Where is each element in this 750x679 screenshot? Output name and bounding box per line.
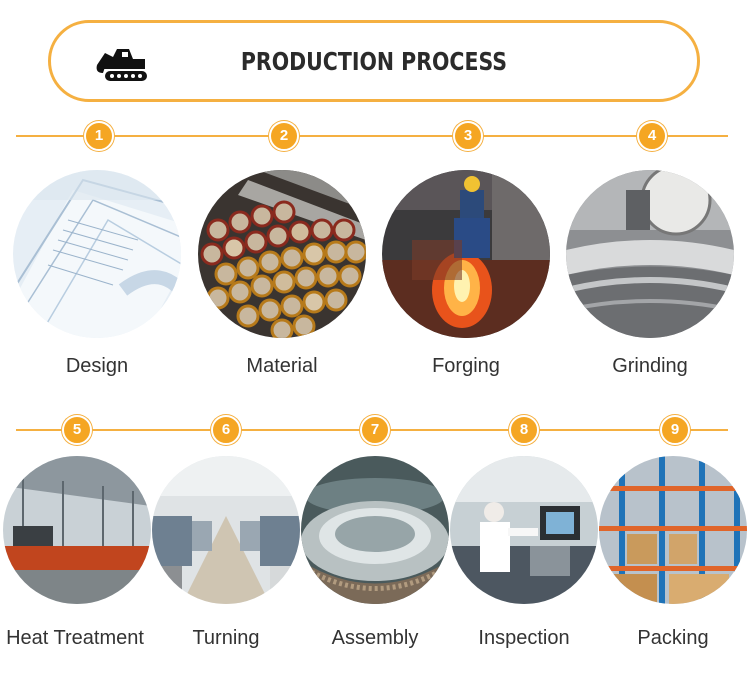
step-badge-5: 5 <box>62 415 92 445</box>
step-image-packing <box>599 456 747 604</box>
step-image-assembly <box>301 456 449 604</box>
step-badge-1: 1 <box>84 121 114 151</box>
step-image-forging <box>382 170 550 338</box>
step-image-turning <box>152 456 300 604</box>
step-label-material: Material <box>246 355 318 377</box>
header-banner: PRODUCTION PROCESS <box>48 20 700 102</box>
page-title: PRODUCTION PROCESS <box>240 47 508 76</box>
step-label-inspection: Inspection <box>478 627 570 649</box>
step-badge-8: 8 <box>509 415 539 445</box>
step-badge-9: 9 <box>660 415 690 445</box>
step-label-forging: Forging <box>432 355 500 377</box>
excavator-icon <box>96 49 147 81</box>
step-badge-2: 2 <box>269 121 299 151</box>
step-label-heat-treatment: Heat Treatment <box>6 627 144 649</box>
step-badge-4: 4 <box>637 121 667 151</box>
step-image-inspection <box>450 456 598 604</box>
timeline-row-1 <box>16 135 728 137</box>
step-image-heat-treatment <box>3 456 151 604</box>
step-label-grinding: Grinding <box>612 355 688 377</box>
step-image-design <box>13 170 181 338</box>
step-badge-6: 6 <box>211 415 241 445</box>
step-label-turning: Turning <box>192 627 260 649</box>
step-label-assembly: Assembly <box>331 627 419 649</box>
step-image-material <box>198 170 366 338</box>
step-image-grinding <box>566 170 734 338</box>
step-label-packing: Packing <box>637 627 709 649</box>
step-badge-3: 3 <box>453 121 483 151</box>
step-label-design: Design <box>65 355 129 377</box>
step-badge-7: 7 <box>360 415 390 445</box>
